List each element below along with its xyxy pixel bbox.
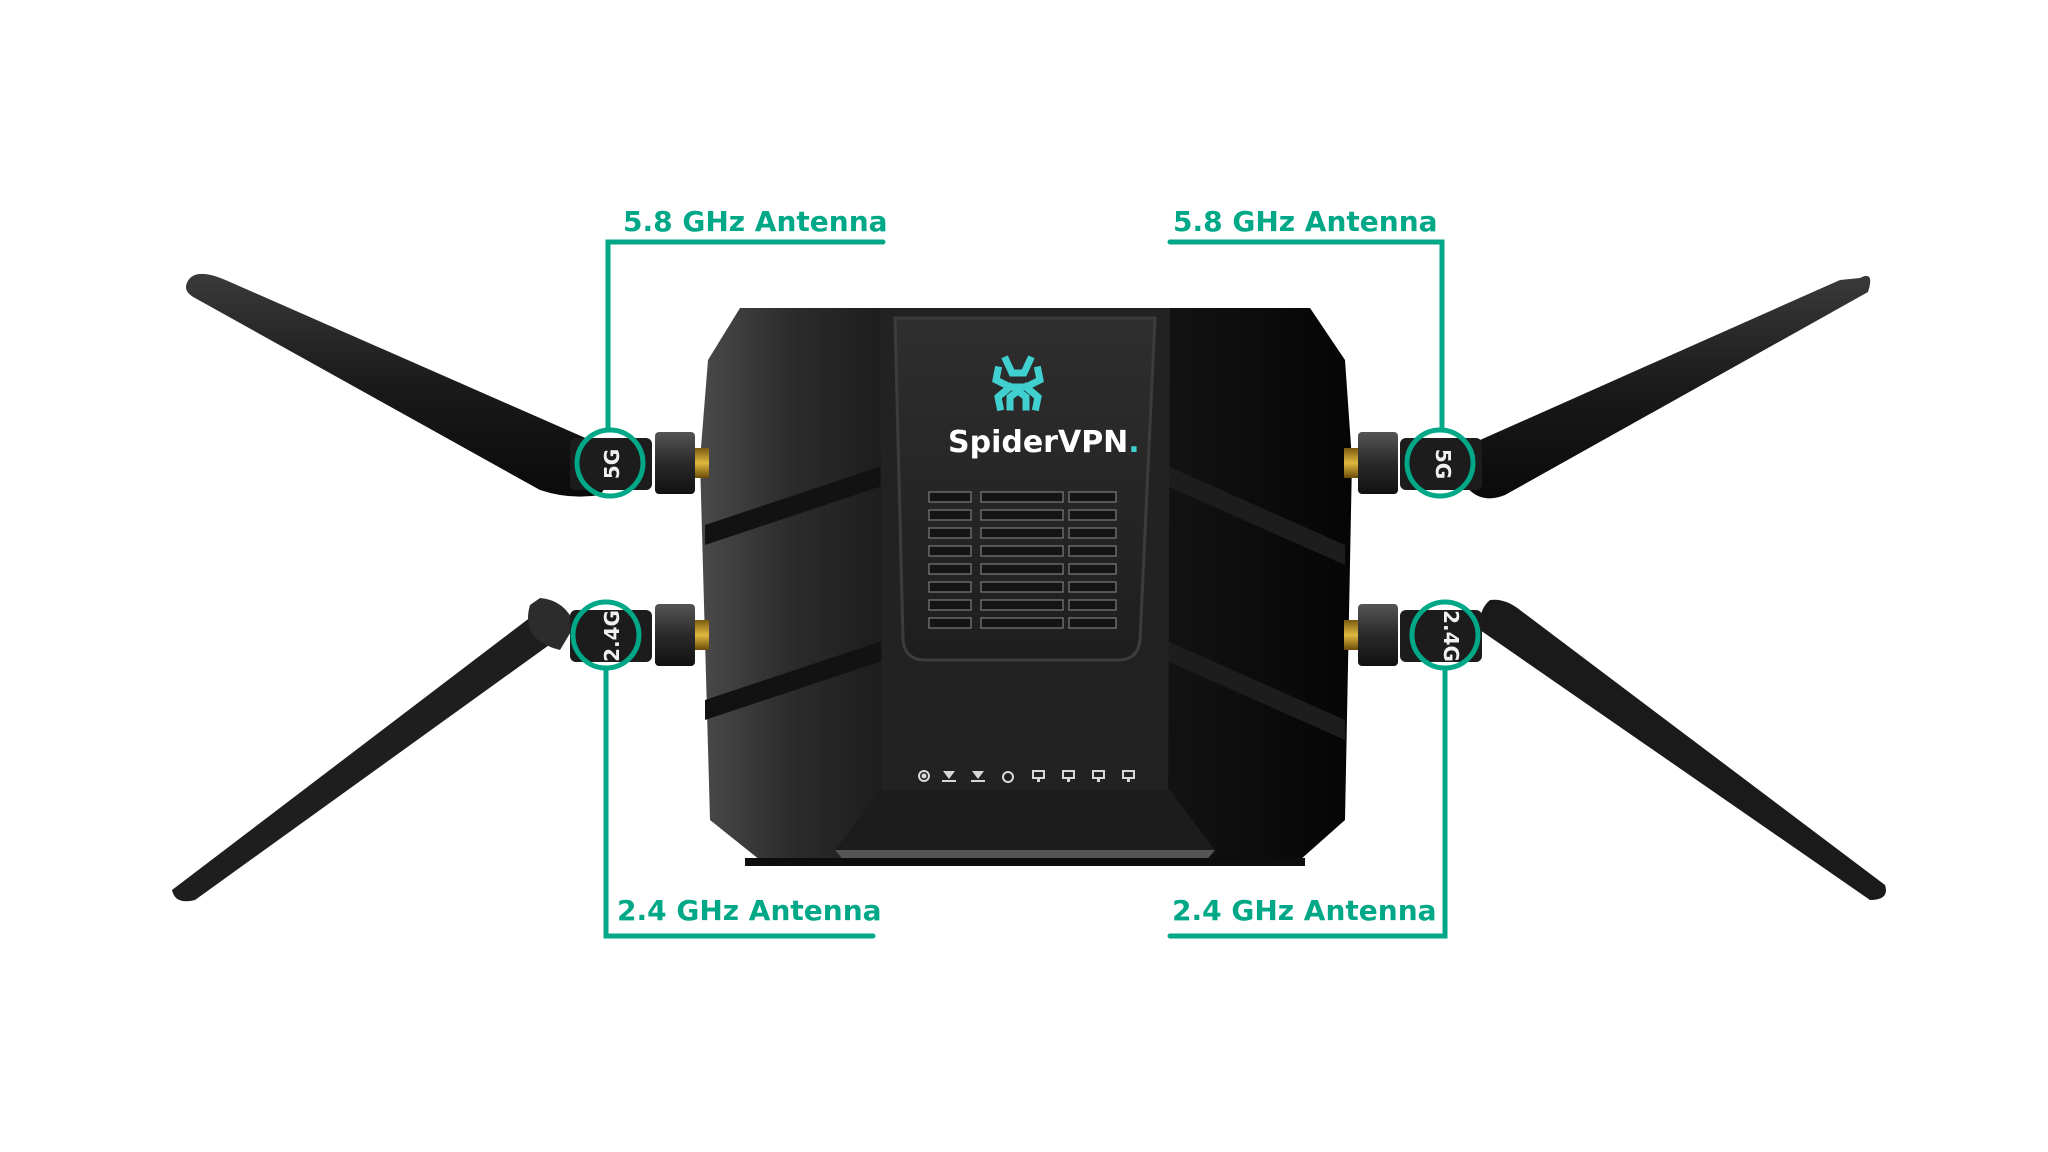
connector-bottom-left <box>570 604 709 666</box>
label-bottom-right-antenna: 2.4 GHz Antenna <box>1172 894 1437 927</box>
label-top-right-antenna: 5.8 GHz Antenna <box>1173 205 1438 238</box>
spider-icon <box>992 355 1044 412</box>
antenna-top-right <box>1462 275 1871 499</box>
vent-grille <box>928 491 1117 629</box>
brand-wordmark: SpiderVPN. <box>948 425 1140 460</box>
band-mark-top-left: 5G <box>600 448 625 480</box>
antenna-top-left <box>186 273 608 497</box>
power-icon <box>918 770 930 782</box>
connector-bottom-right <box>1344 604 1482 666</box>
wifi-2g-icon <box>942 771 956 782</box>
callout-lines <box>570 239 1481 939</box>
connector-top-right <box>1344 432 1482 494</box>
brand-dot: . <box>1128 425 1140 460</box>
label-top-left-antenna: 5.8 GHz Antenna <box>623 205 888 238</box>
wifi-5g-icon <box>971 771 985 782</box>
lan-port-icon <box>1062 770 1075 782</box>
brand-name: SpiderVPN <box>948 425 1129 460</box>
lan-port-icon <box>1032 770 1045 782</box>
band-mark-top-right: 5G <box>1431 448 1456 480</box>
connector-top-left <box>570 432 709 494</box>
lan-port-icon <box>1092 770 1105 782</box>
band-mark-bottom-left: 2.4G <box>599 610 624 662</box>
band-mark-bottom-right: 2.4G <box>1438 610 1463 662</box>
status-led-row <box>918 770 1135 783</box>
antenna-bottom-left <box>172 598 575 902</box>
antenna-bottom-right <box>1479 599 1886 900</box>
lan-port-icon <box>1122 770 1135 782</box>
internet-icon <box>1002 771 1014 783</box>
label-bottom-left-antenna: 2.4 GHz Antenna <box>617 894 882 927</box>
